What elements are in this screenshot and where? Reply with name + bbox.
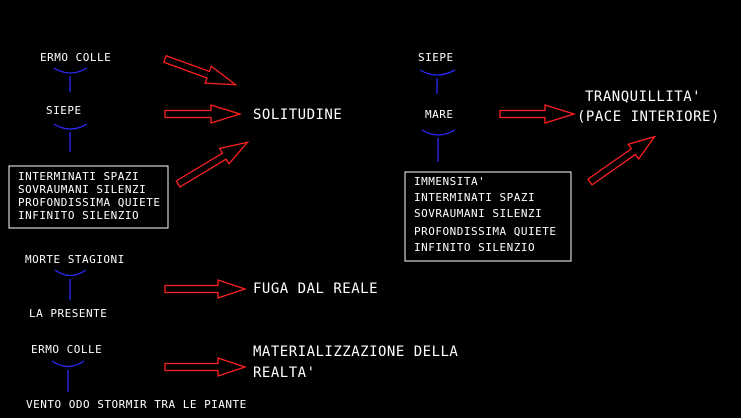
- box-b-line-2: INTERMINATI SPAZI: [414, 191, 535, 204]
- box-b-line-4: PROFONDISSIMA QUIETE: [414, 225, 556, 238]
- solitudine-label: SOLITUDINE: [253, 107, 342, 123]
- arrow-box-to-solitudine: [175, 141, 250, 188]
- box-b-line-1: IMMENSITA': [414, 175, 485, 188]
- ermo-colle-d-label: ERMO COLLE: [31, 343, 102, 356]
- arrow-mare-to-tranquillita: [499, 104, 577, 124]
- connector-mare-to-box: [421, 129, 456, 162]
- box-a-line-4: INFINITO SILENZIO: [18, 209, 139, 222]
- box-a-line-2: SOVRAUMANI SILENZI: [18, 183, 146, 196]
- arrow-to-fuga-dal-reale: [164, 279, 248, 299]
- box-b-line-3: SOVRAUMANI SILENZI: [414, 207, 542, 220]
- connector-ermo-colle-to-vento: [51, 360, 85, 392]
- arrow-siepe-to-solitudine: [164, 104, 243, 124]
- box-b-line-5: INFINITO SILENZIO: [414, 241, 535, 254]
- connector-morte-stagioni-to-presente: [54, 269, 87, 300]
- arrow-ermo-colle-to-solitudine: [162, 54, 238, 86]
- pace-interiore-label: (PACE INTERIORE): [577, 109, 720, 125]
- box-a-line-1: INTERMINATI SPAZI: [18, 170, 139, 183]
- materializzazione-label: MATERIALIZZAZIONE DELLA: [253, 344, 458, 360]
- box-a-line-3: PROFONDISSIMA QUIETE: [18, 196, 160, 209]
- connector-siepe-to-box: [53, 123, 88, 152]
- vento-label: VENTO ODO STORMIR TRA LE PIANTE: [26, 398, 247, 411]
- realta-label: REALTA': [253, 365, 316, 381]
- fuga-dal-reale-label: FUGA DAL REALE: [253, 281, 378, 297]
- siepe-b-label: SIEPE: [418, 51, 454, 64]
- feelings-box-a: [8, 165, 169, 229]
- ermo-colle-label: ERMO COLLE: [40, 51, 111, 64]
- connector-ermo-colle-to-siepe: [53, 67, 88, 92]
- siepe-label: SIEPE: [46, 104, 82, 117]
- morte-stagioni-label: MORTE STAGIONI: [25, 253, 125, 266]
- mare-label: MARE: [425, 108, 454, 121]
- la-presente-label: LA PRESENTE: [29, 307, 107, 320]
- connector-siepe-to-mare: [419, 69, 456, 94]
- arrow-box-to-tranquillita: [587, 135, 657, 186]
- arrow-to-materializzazione: [164, 357, 248, 377]
- feelings-box-b: [404, 171, 572, 262]
- tranquillita-label: TRANQUILLITA': [585, 89, 701, 105]
